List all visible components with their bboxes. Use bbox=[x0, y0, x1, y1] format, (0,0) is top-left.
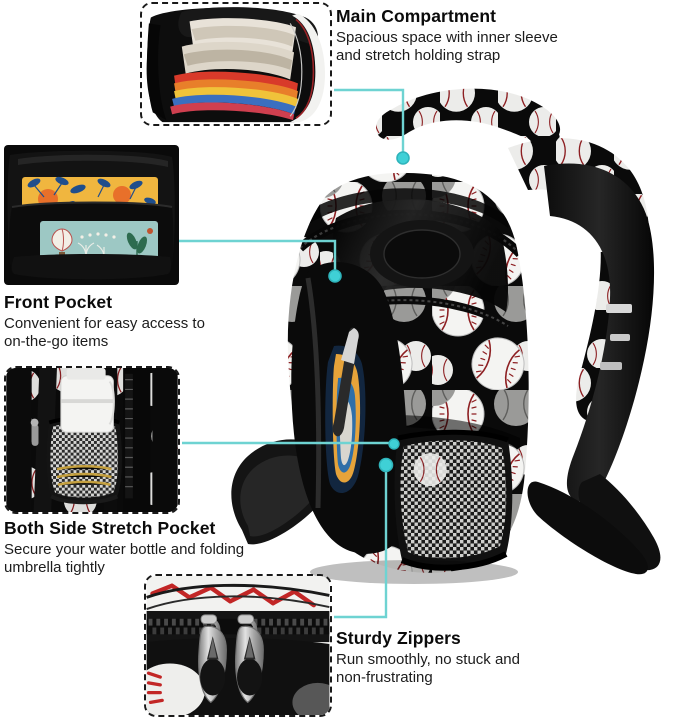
feature-desc-side-stretch-pocket-line2: umbrella tightly bbox=[4, 559, 105, 577]
feature-title-sturdy-zippers: Sturdy Zippers bbox=[336, 628, 461, 648]
inner-documents bbox=[181, 18, 296, 80]
feature-desc-front-pocket-line1: Convenient for easy access to bbox=[4, 314, 205, 332]
feature-desc-front-pocket-line2: on-the-go items bbox=[4, 333, 109, 351]
feature-title-main-compartment: Main Compartment bbox=[336, 6, 497, 26]
sturdy-zippers-photo bbox=[144, 574, 332, 717]
zipper-pull-left bbox=[198, 614, 227, 704]
shoulder-straps bbox=[508, 138, 661, 575]
feature-text-side-stretch-pocket: Both Side Stretch Pocket Secure your wat… bbox=[4, 518, 324, 578]
wallet-balloon bbox=[40, 221, 158, 259]
strap-buckle bbox=[606, 304, 632, 313]
side-zipper bbox=[125, 373, 133, 499]
product-image-backpack bbox=[208, 78, 679, 590]
zipper-pull-right bbox=[235, 614, 264, 704]
mesh-side-pocket bbox=[394, 429, 513, 571]
feature-text-main-compartment: Main Compartment Spacious space with inn… bbox=[336, 6, 666, 66]
feature-text-sturdy-zippers: Sturdy Zippers Run smoothly, no stuck an… bbox=[336, 628, 636, 688]
front-pocket-photo bbox=[4, 145, 179, 285]
feature-desc-main-compartment-line1: Spacious space with inner sleeve bbox=[336, 28, 558, 46]
front-pocket-open bbox=[291, 261, 408, 554]
feature-title-front-pocket: Front Pocket bbox=[4, 292, 113, 312]
feature-desc-side-stretch-pocket-line1: Secure your water bottle and folding bbox=[4, 540, 245, 558]
main-compartment-photo bbox=[140, 2, 332, 126]
stretch-mesh-pocket bbox=[46, 416, 122, 505]
top-handle bbox=[376, 88, 561, 150]
feature-desc-main-compartment-line2: and stretch holding strap bbox=[336, 47, 501, 65]
feature-text-front-pocket: Front Pocket Convenient for easy access … bbox=[4, 292, 304, 352]
feature-desc-sturdy-zippers-line2: non-frustrating bbox=[336, 669, 433, 687]
baseball-bottom-left bbox=[146, 663, 205, 715]
feature-title-side-stretch-pocket: Both Side Stretch Pocket bbox=[4, 518, 216, 538]
side-stretch-pocket-photo bbox=[4, 366, 180, 514]
zipper-pull bbox=[30, 418, 39, 446]
colored-folders bbox=[170, 71, 298, 121]
feature-desc-sturdy-zippers-line1: Run smoothly, no stuck and bbox=[336, 650, 520, 668]
water-bottle bbox=[60, 368, 115, 433]
